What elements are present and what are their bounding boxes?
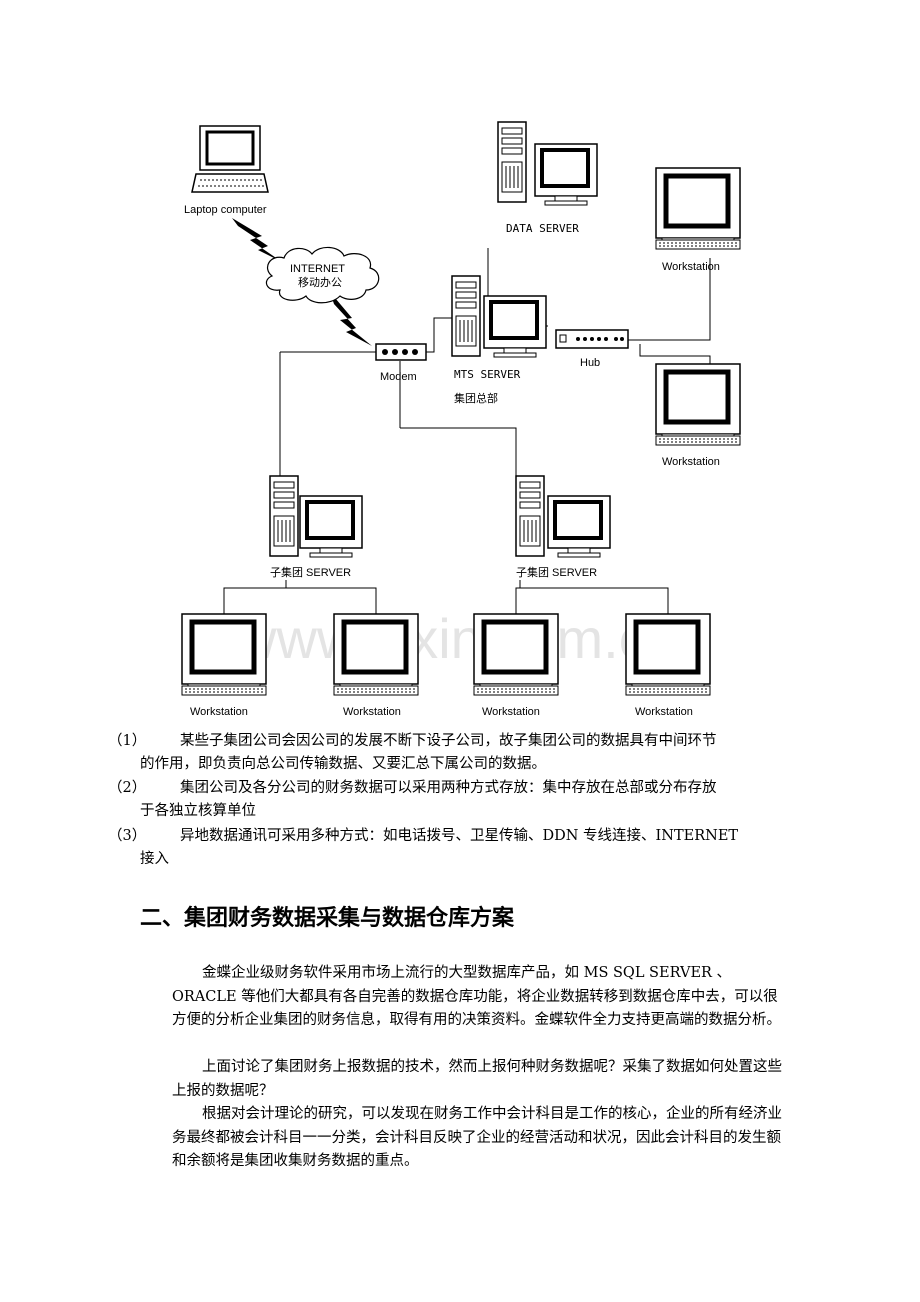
laptop-icon bbox=[191, 125, 269, 193]
network-wires bbox=[223, 248, 711, 614]
cloud-label-internet: INTERNET bbox=[290, 263, 345, 275]
workstation-icon bbox=[656, 168, 740, 250]
modem-icon bbox=[375, 343, 427, 361]
hq-label: 集团总部 bbox=[454, 391, 498, 405]
workstation-label: Workstation bbox=[482, 706, 540, 718]
note-item: （1） 某些子集团公司会因公司的发展不断下设子公司，故子集团公司的数据具有中间环… bbox=[108, 730, 788, 776]
mts-server-icon bbox=[451, 275, 548, 359]
workstation-icon bbox=[474, 614, 558, 696]
wireless-link-icon bbox=[330, 292, 372, 346]
sub-server-left-icon bbox=[269, 475, 364, 559]
cloud-label-mobile: 移动办公 bbox=[298, 276, 342, 289]
hub-label: Hub bbox=[580, 357, 600, 369]
note-number: （1） bbox=[108, 733, 147, 749]
workstation-label: Workstation bbox=[662, 456, 720, 468]
workstation-label: Workstation bbox=[662, 261, 720, 273]
paragraph: 上面讨论了集团财务上报数据的技术，然而上报何种财务数据呢？采集了数据如何处置这些… bbox=[172, 1059, 782, 1099]
workstation-label: Workstation bbox=[190, 706, 248, 718]
note-line: 的作用，即负责向总公司传输数据、又要汇总下属公司的数据。 bbox=[140, 756, 546, 772]
note-line: 接入 bbox=[140, 851, 169, 867]
note-line: 于各独立核算单位 bbox=[140, 803, 256, 819]
modem-label: Modem bbox=[380, 371, 417, 383]
sub-server-right-label: 子集团 SERVER bbox=[516, 565, 597, 579]
workstation-label: Workstation bbox=[343, 706, 401, 718]
section-title: 二、集团财务数据采集与数据仓库方案 bbox=[140, 906, 515, 931]
note-line: 某些子集团公司会因公司的发展不断下设子公司，故子集团公司的数据具有中间环节 bbox=[180, 733, 717, 749]
workstation-icon bbox=[334, 614, 418, 696]
note-line: 异地数据通讯可采用多种方式：如电话拨号、卫星传输、DDN 专线连接、INTERN… bbox=[180, 828, 739, 844]
paragraph: 根据对会计理论的研究，可以发现在财务工作中会计科目是工作的核心，企业的所有经济业… bbox=[172, 1106, 782, 1169]
paragraph: 金蝶企业级财务软件采用市场上流行的大型数据库产品，如 MS SQL SERVER… bbox=[172, 965, 781, 1028]
mts-server-label: MTS SERVER bbox=[454, 368, 521, 381]
wireless-link-icon bbox=[232, 218, 282, 262]
note-number: （3） bbox=[108, 828, 147, 844]
note-item: （3） 异地数据通讯可采用多种方式：如电话拨号、卫星传输、DDN 专线连接、IN… bbox=[108, 825, 788, 871]
sub-server-left-label: 子集团 SERVER bbox=[270, 565, 351, 579]
workstation-icon bbox=[626, 614, 710, 696]
workstation-icon bbox=[656, 364, 740, 446]
note-line: 集团公司及各分公司的财务数据可以采用两种方式存放：集中存放在总部或分布存放 bbox=[180, 780, 717, 796]
workstation-icon bbox=[182, 614, 266, 696]
hub-icon bbox=[555, 329, 629, 349]
workstation-label: Workstation bbox=[635, 706, 693, 718]
watermark-text: www.zixin.com.cn bbox=[235, 607, 678, 670]
data-server-icon bbox=[497, 121, 599, 207]
note-item: （2） 集团公司及各分公司的财务数据可以采用两种方式存放：集中存放在总部或分布存… bbox=[108, 777, 788, 823]
data-server-label: DATA SERVER bbox=[506, 222, 579, 235]
note-number: （2） bbox=[108, 780, 147, 796]
network-diagram: www.zixin.com.cn Laptop computer INTERNE… bbox=[0, 121, 920, 718]
internet-cloud-icon bbox=[265, 246, 380, 304]
laptop-label: Laptop computer bbox=[184, 204, 267, 216]
sub-server-right-icon bbox=[515, 475, 612, 559]
